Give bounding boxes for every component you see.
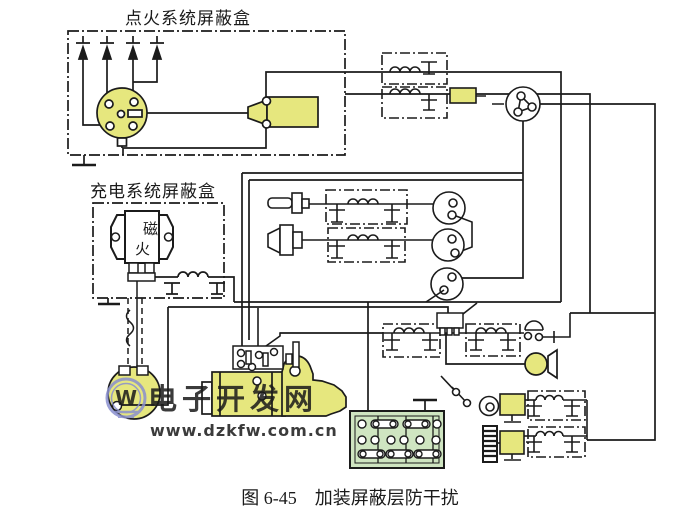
wiper-motor-assembly [478, 393, 526, 423]
starter-terminal [257, 391, 267, 401]
knife-switch [440, 375, 472, 408]
wire-connector-bus [462, 302, 478, 315]
wire-to-bus [208, 276, 235, 302]
battery [349, 410, 445, 469]
lead-arrow-3 [126, 36, 140, 91]
filter-top-1 [381, 52, 448, 85]
gear-motor-assembly [482, 425, 525, 463]
lead-arrow-4 [133, 36, 164, 83]
inductor [475, 327, 507, 334]
feedthrough-capacitor [421, 94, 437, 111]
battery-links [357, 419, 442, 459]
feedthrough-capacitor [329, 240, 345, 259]
coil-return-wire [121, 128, 267, 155]
magneto-label-bottom: 火 [135, 240, 150, 258]
ignition-shield-outline [67, 30, 346, 156]
starter-motor [201, 355, 347, 417]
distributor-terminal [116, 137, 128, 147]
gauge-1 [432, 191, 466, 225]
wire-shield-feed [345, 93, 591, 313]
feedthrough-capacitor [468, 333, 484, 351]
ignition-coil [121, 96, 319, 155]
inductor [535, 430, 564, 437]
feedthrough-capacitor [384, 240, 400, 259]
feedthrough-capacitor [422, 333, 438, 351]
flexible-conduit [125, 309, 135, 347]
watermark-site-name: 电子开发网 [148, 382, 318, 416]
feedthrough-capacitor [209, 282, 225, 295]
inductor [535, 394, 564, 401]
wire-breaker-bus [554, 313, 571, 338]
feedthrough-capacitor [526, 400, 542, 417]
magneto-label-top: 磁 [143, 220, 158, 238]
watermark-site-url: www.dzkfw.com.cn [150, 421, 338, 440]
feedthrough-capacitor [329, 204, 345, 223]
inductor [177, 271, 209, 278]
wire-gauge1-gauge2 [455, 215, 473, 253]
sensor-1 [267, 192, 310, 214]
wire-coil-feed [265, 71, 562, 302]
wire-gauge3-bus [425, 289, 445, 303]
starter-terminal [252, 376, 262, 386]
feedthrough-capacitor [421, 61, 437, 75]
wire-junction-feeds [257, 308, 383, 347]
inductor [393, 327, 425, 334]
filter-bottom-b [465, 323, 521, 357]
breaker-button [523, 313, 571, 343]
feedthrough-capacitor [384, 204, 400, 223]
gear-teeth [483, 429, 497, 458]
enclosure-outer [241, 172, 523, 346]
battery-ground [413, 398, 437, 411]
connector-block [436, 312, 464, 336]
wire-regulator-to-gauge [456, 121, 524, 279]
distributor [96, 87, 148, 147]
watermark-logo-letter: W [115, 386, 137, 410]
regulator-rectifier [505, 86, 541, 122]
feedthrough-capacitor [164, 282, 180, 295]
feedthrough-capacitor [564, 400, 580, 417]
inductor [389, 66, 421, 73]
ignition-shield-box [67, 30, 346, 167]
filter-mid-1 [325, 189, 408, 225]
enclosure-inner [248, 179, 523, 340]
charging-box-label: 充电系统屏蔽盒 [90, 182, 216, 202]
ignition-box-label: 点火系统屏蔽盒 [125, 9, 251, 29]
filter-bottom-d [524, 426, 587, 458]
watermark-logo [105, 377, 147, 419]
lead-arrow-1 [76, 36, 100, 126]
feedthrough-capacitor [526, 436, 542, 453]
filter-mid-2 [327, 227, 406, 263]
horn [445, 333, 558, 380]
wire-generator-out [121, 307, 169, 406]
wire-bus-307 [168, 306, 449, 313]
magneto [110, 210, 174, 282]
shielded-cable [125, 281, 143, 368]
feedthrough-capacitor [384, 333, 400, 351]
trunk-wires [168, 71, 656, 441]
sensor-2 [267, 224, 303, 256]
feedthrough-capacitor [564, 436, 580, 453]
ground-symbol [504, 415, 521, 423]
filter-top-2 [381, 86, 448, 119]
feedthrough-capacitor [500, 333, 516, 351]
wire-right-trunk [540, 103, 656, 441]
inductor [347, 198, 379, 205]
fuse-block [449, 87, 477, 104]
filter-bottom-c [525, 390, 588, 440]
wire-horn [445, 333, 525, 365]
starter-junction-block [232, 341, 300, 372]
filter-bottom-a [382, 323, 441, 358]
gauge-2 [431, 228, 465, 262]
watermark: W 电子开发网 www.dzkfw.com.cn [105, 377, 338, 440]
inductor [389, 88, 421, 95]
wire-fuse-to-regulator [476, 95, 504, 105]
lead-arrow-2 [100, 36, 114, 93]
charging-shield-box [92, 202, 235, 306]
ground-symbol [504, 454, 521, 461]
wire-motor-trunk [563, 399, 588, 440]
inductor [347, 234, 379, 241]
spark-plug-lead-arrows [76, 36, 164, 126]
